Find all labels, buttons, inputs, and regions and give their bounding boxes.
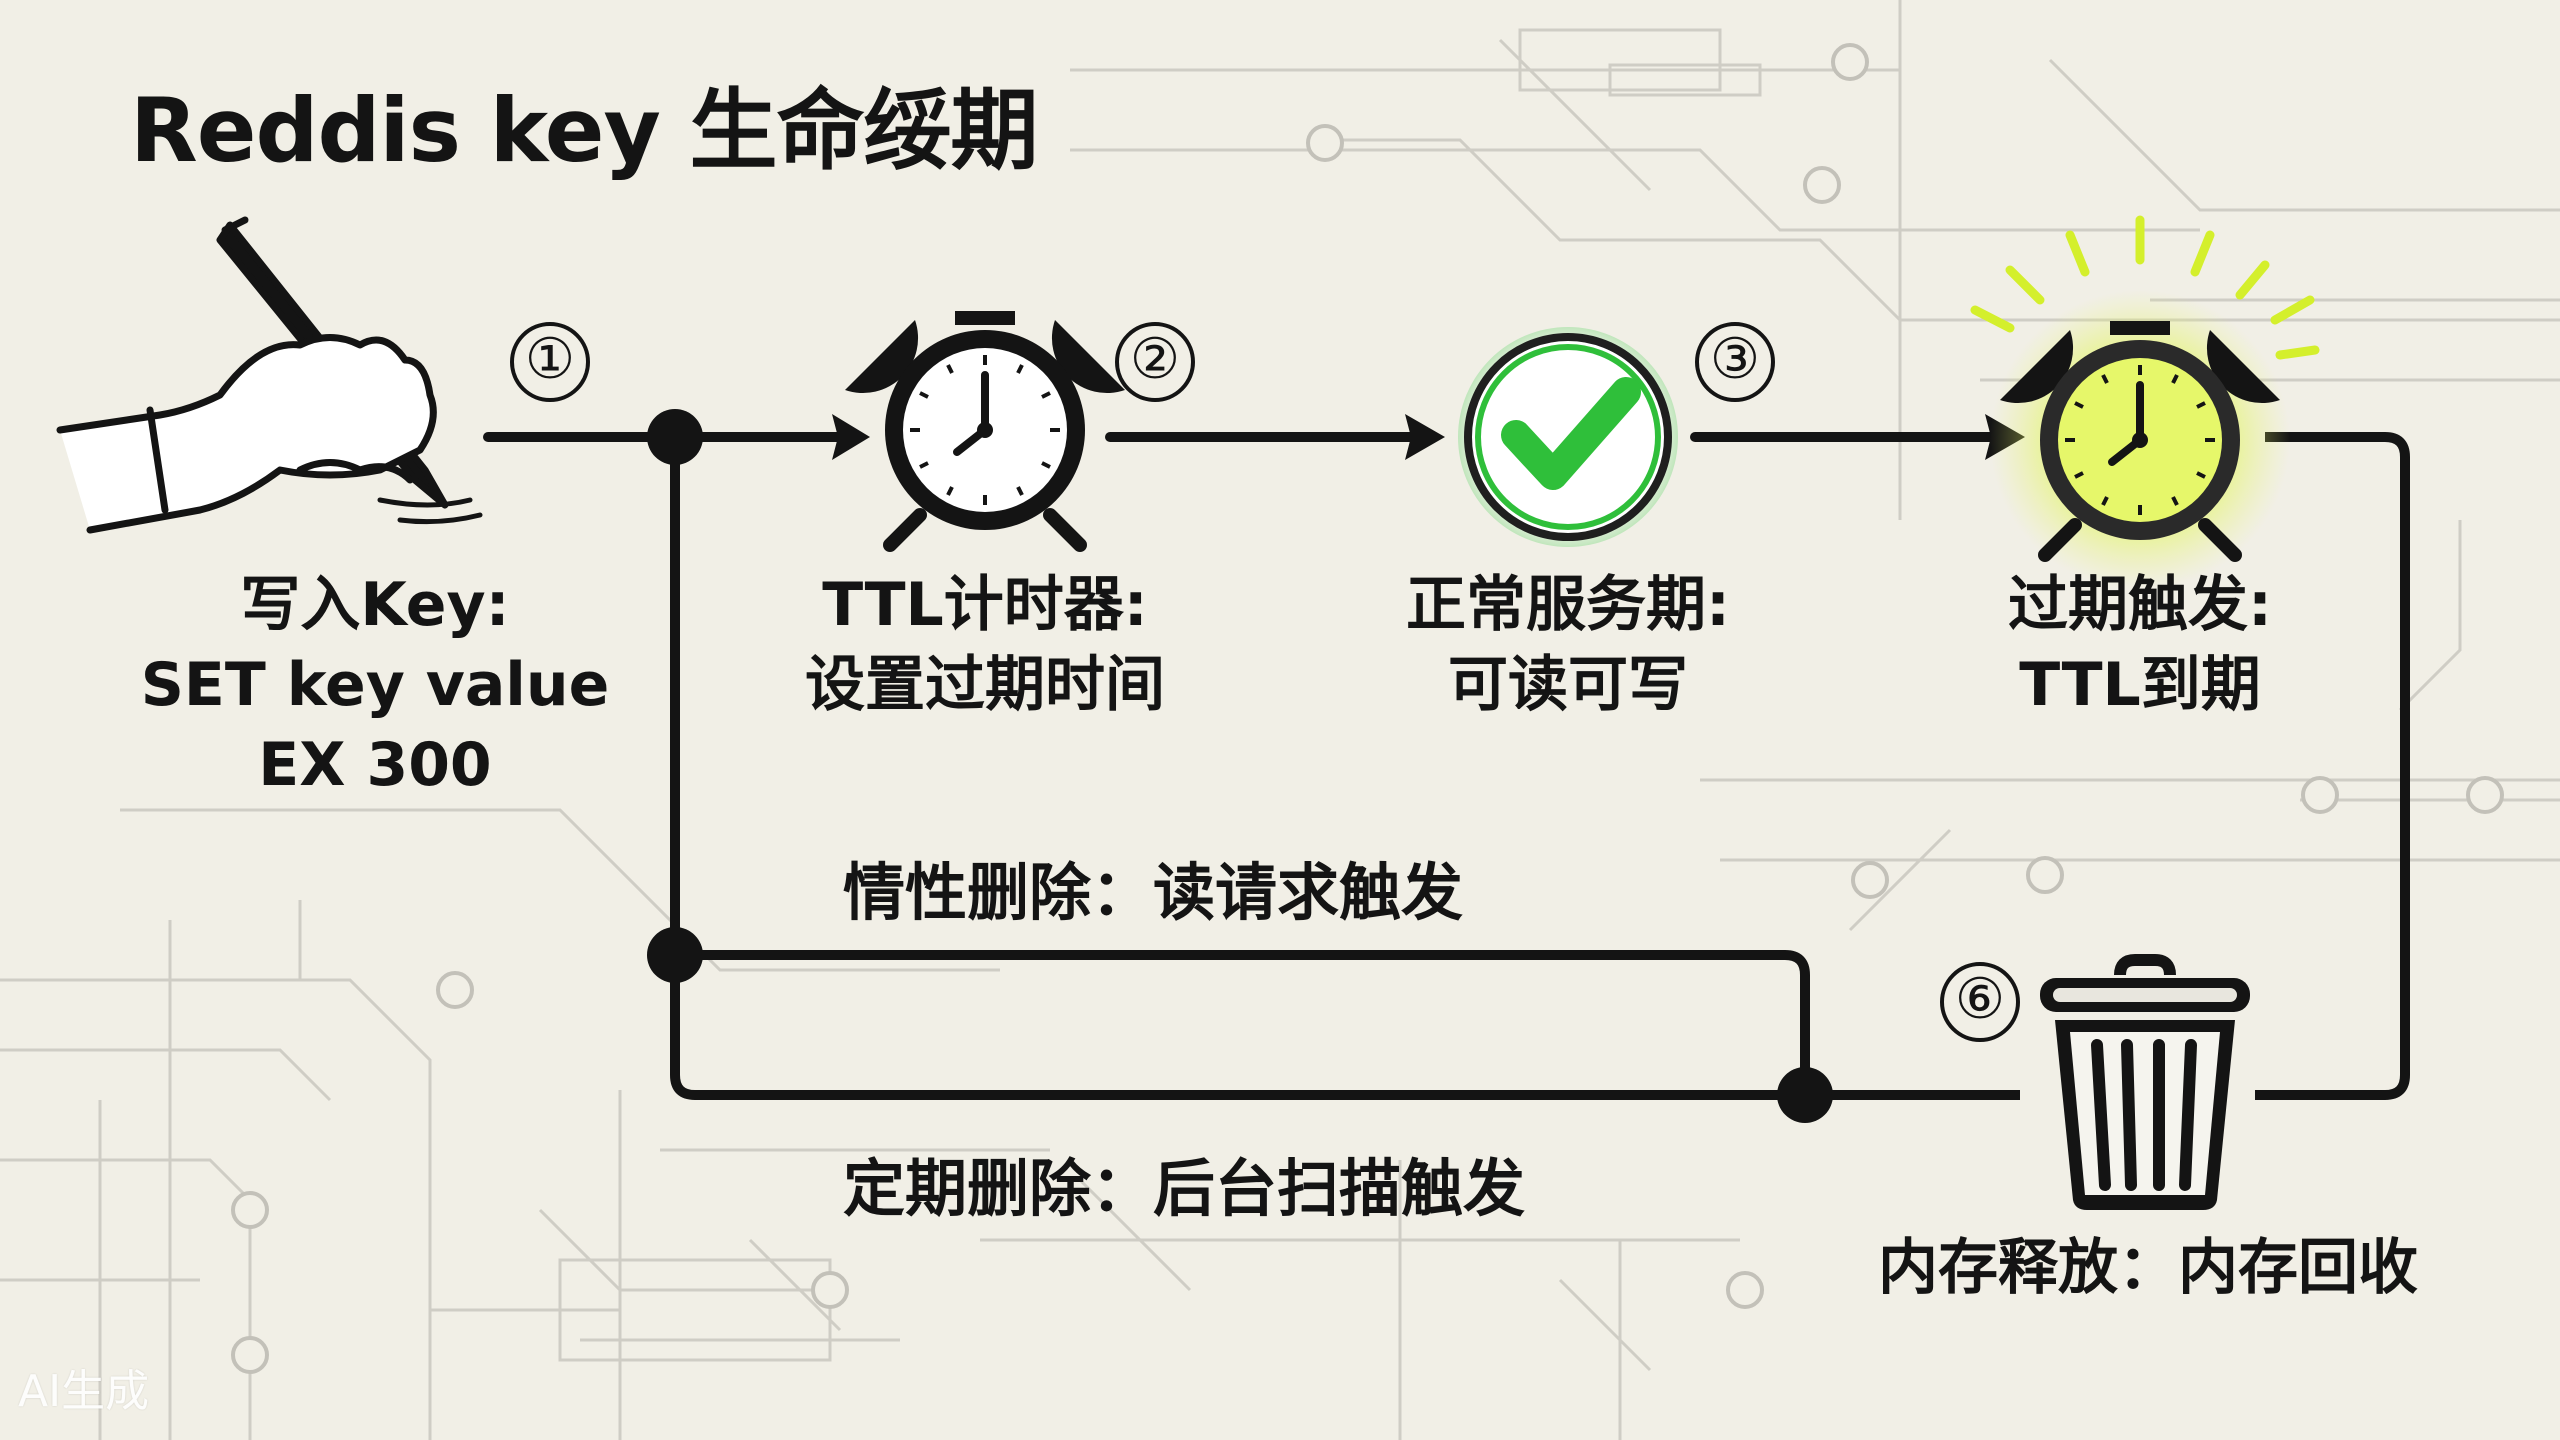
- junction-dot: [647, 927, 703, 983]
- page-title: Reddis key 生命绥期: [130, 79, 1038, 182]
- arrow-head-1: [832, 414, 870, 460]
- deletion-paths: [670, 432, 2410, 1100]
- step-number-1: ①: [510, 322, 590, 402]
- lazy-delete-line: [670, 437, 1800, 1100]
- junction-dot: [647, 409, 703, 465]
- arrow-head-2: [1405, 414, 1445, 460]
- step-label-write-key: 写入Key: SET key value EX 300: [140, 570, 610, 800]
- ai-generated-watermark: AI生成: [18, 1366, 150, 1417]
- step-number-3: ③: [1695, 322, 1775, 402]
- step-label-expiry-trigger: 过期触发: TTL到期: [2008, 570, 2272, 720]
- junction-dot: [1777, 1067, 1833, 1123]
- step-label-ttl-timer: TTL计时器: 设置过期时间: [805, 570, 1165, 720]
- step-number-6: ⑥: [1940, 962, 2020, 1042]
- trash-can-icon: [2040, 954, 2250, 1210]
- alarm-clock-icon: [845, 311, 1125, 552]
- step-label-normal-service: 正常服务期: 可读可写: [1406, 570, 1730, 720]
- green-check-icon: [1458, 327, 1678, 547]
- lazy-delete-label: 情性删除：读请求触发: [843, 856, 1464, 929]
- periodic-delete-label: 定期删除：后台扫描触发: [843, 1152, 1526, 1225]
- ringing-alarm-clock-icon: [1970, 215, 2320, 590]
- hand-writing-pen-icon: [56, 216, 483, 534]
- periodic-delete-line: [675, 950, 1810, 1095]
- step-label-memory-release: 内存释放：内存回收: [1878, 1233, 2418, 1303]
- ttl-expiry-path: [2255, 432, 2410, 1100]
- step-number-2: ②: [1115, 322, 1195, 402]
